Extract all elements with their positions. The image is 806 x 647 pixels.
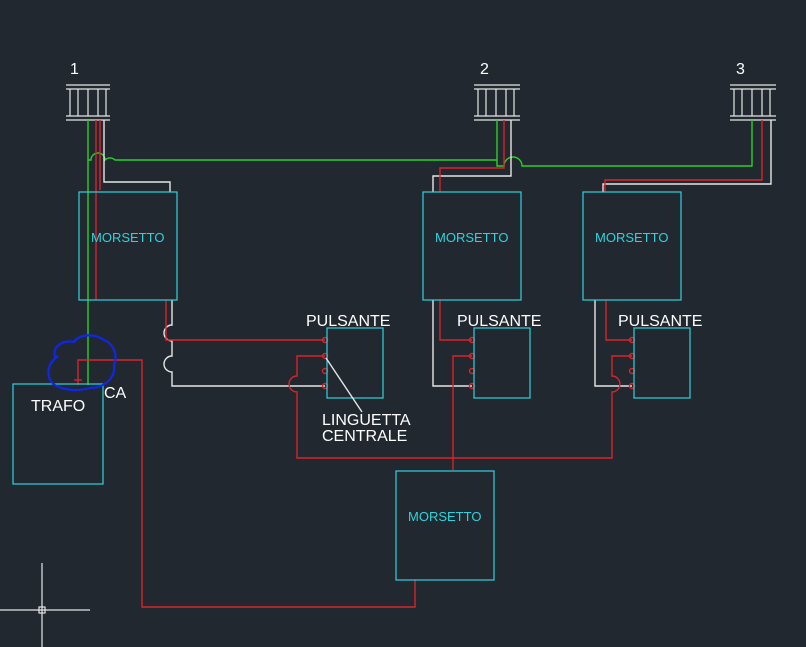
morsetto-top-2 <box>422 191 522 301</box>
highlight-scribble <box>47 334 117 391</box>
transformer-output-label: CA <box>104 385 127 402</box>
lamp-1 <box>66 84 110 121</box>
lamp-2-number: 2 <box>480 61 489 78</box>
pushbutton-1 <box>326 327 384 399</box>
cad-crosshair-cursor[interactable] <box>0 563 90 647</box>
lamp-3-number: 3 <box>736 61 745 78</box>
pushbutton-1-label: PULSANTE <box>306 313 390 330</box>
morsetto-top-3-label: MORSETTO <box>595 230 668 245</box>
morsetto-top-2-label: MORSETTO <box>435 230 508 245</box>
morsetto-bottom <box>395 470 495 581</box>
lamp-2 <box>474 84 520 121</box>
morsetto-top-3 <box>582 191 682 301</box>
ground-wires <box>87 120 753 385</box>
pushbutton-3-label: PULSANTE <box>618 313 702 330</box>
phase-wires <box>74 120 763 608</box>
pushbutton-3 <box>633 327 691 399</box>
annotation-leader <box>325 357 363 413</box>
pushbutton-2 <box>473 327 531 399</box>
pushbutton-terminals <box>321 336 636 390</box>
pushbutton-2-label: PULSANTE <box>457 313 541 330</box>
lamp-1-number: 1 <box>70 61 79 78</box>
morsetto-top-1 <box>78 191 178 301</box>
transformer-box <box>12 383 104 485</box>
morsetto-top-1-label: MORSETTO <box>91 230 164 245</box>
lamp-3 <box>730 84 776 121</box>
morsetto-bottom-label: MORSETTO <box>408 509 481 524</box>
transformer-label: TRAFO <box>31 398 85 415</box>
annotation-line-1: LINGUETTA <box>322 412 411 429</box>
annotation-line-2: CENTRALE <box>322 428 407 445</box>
